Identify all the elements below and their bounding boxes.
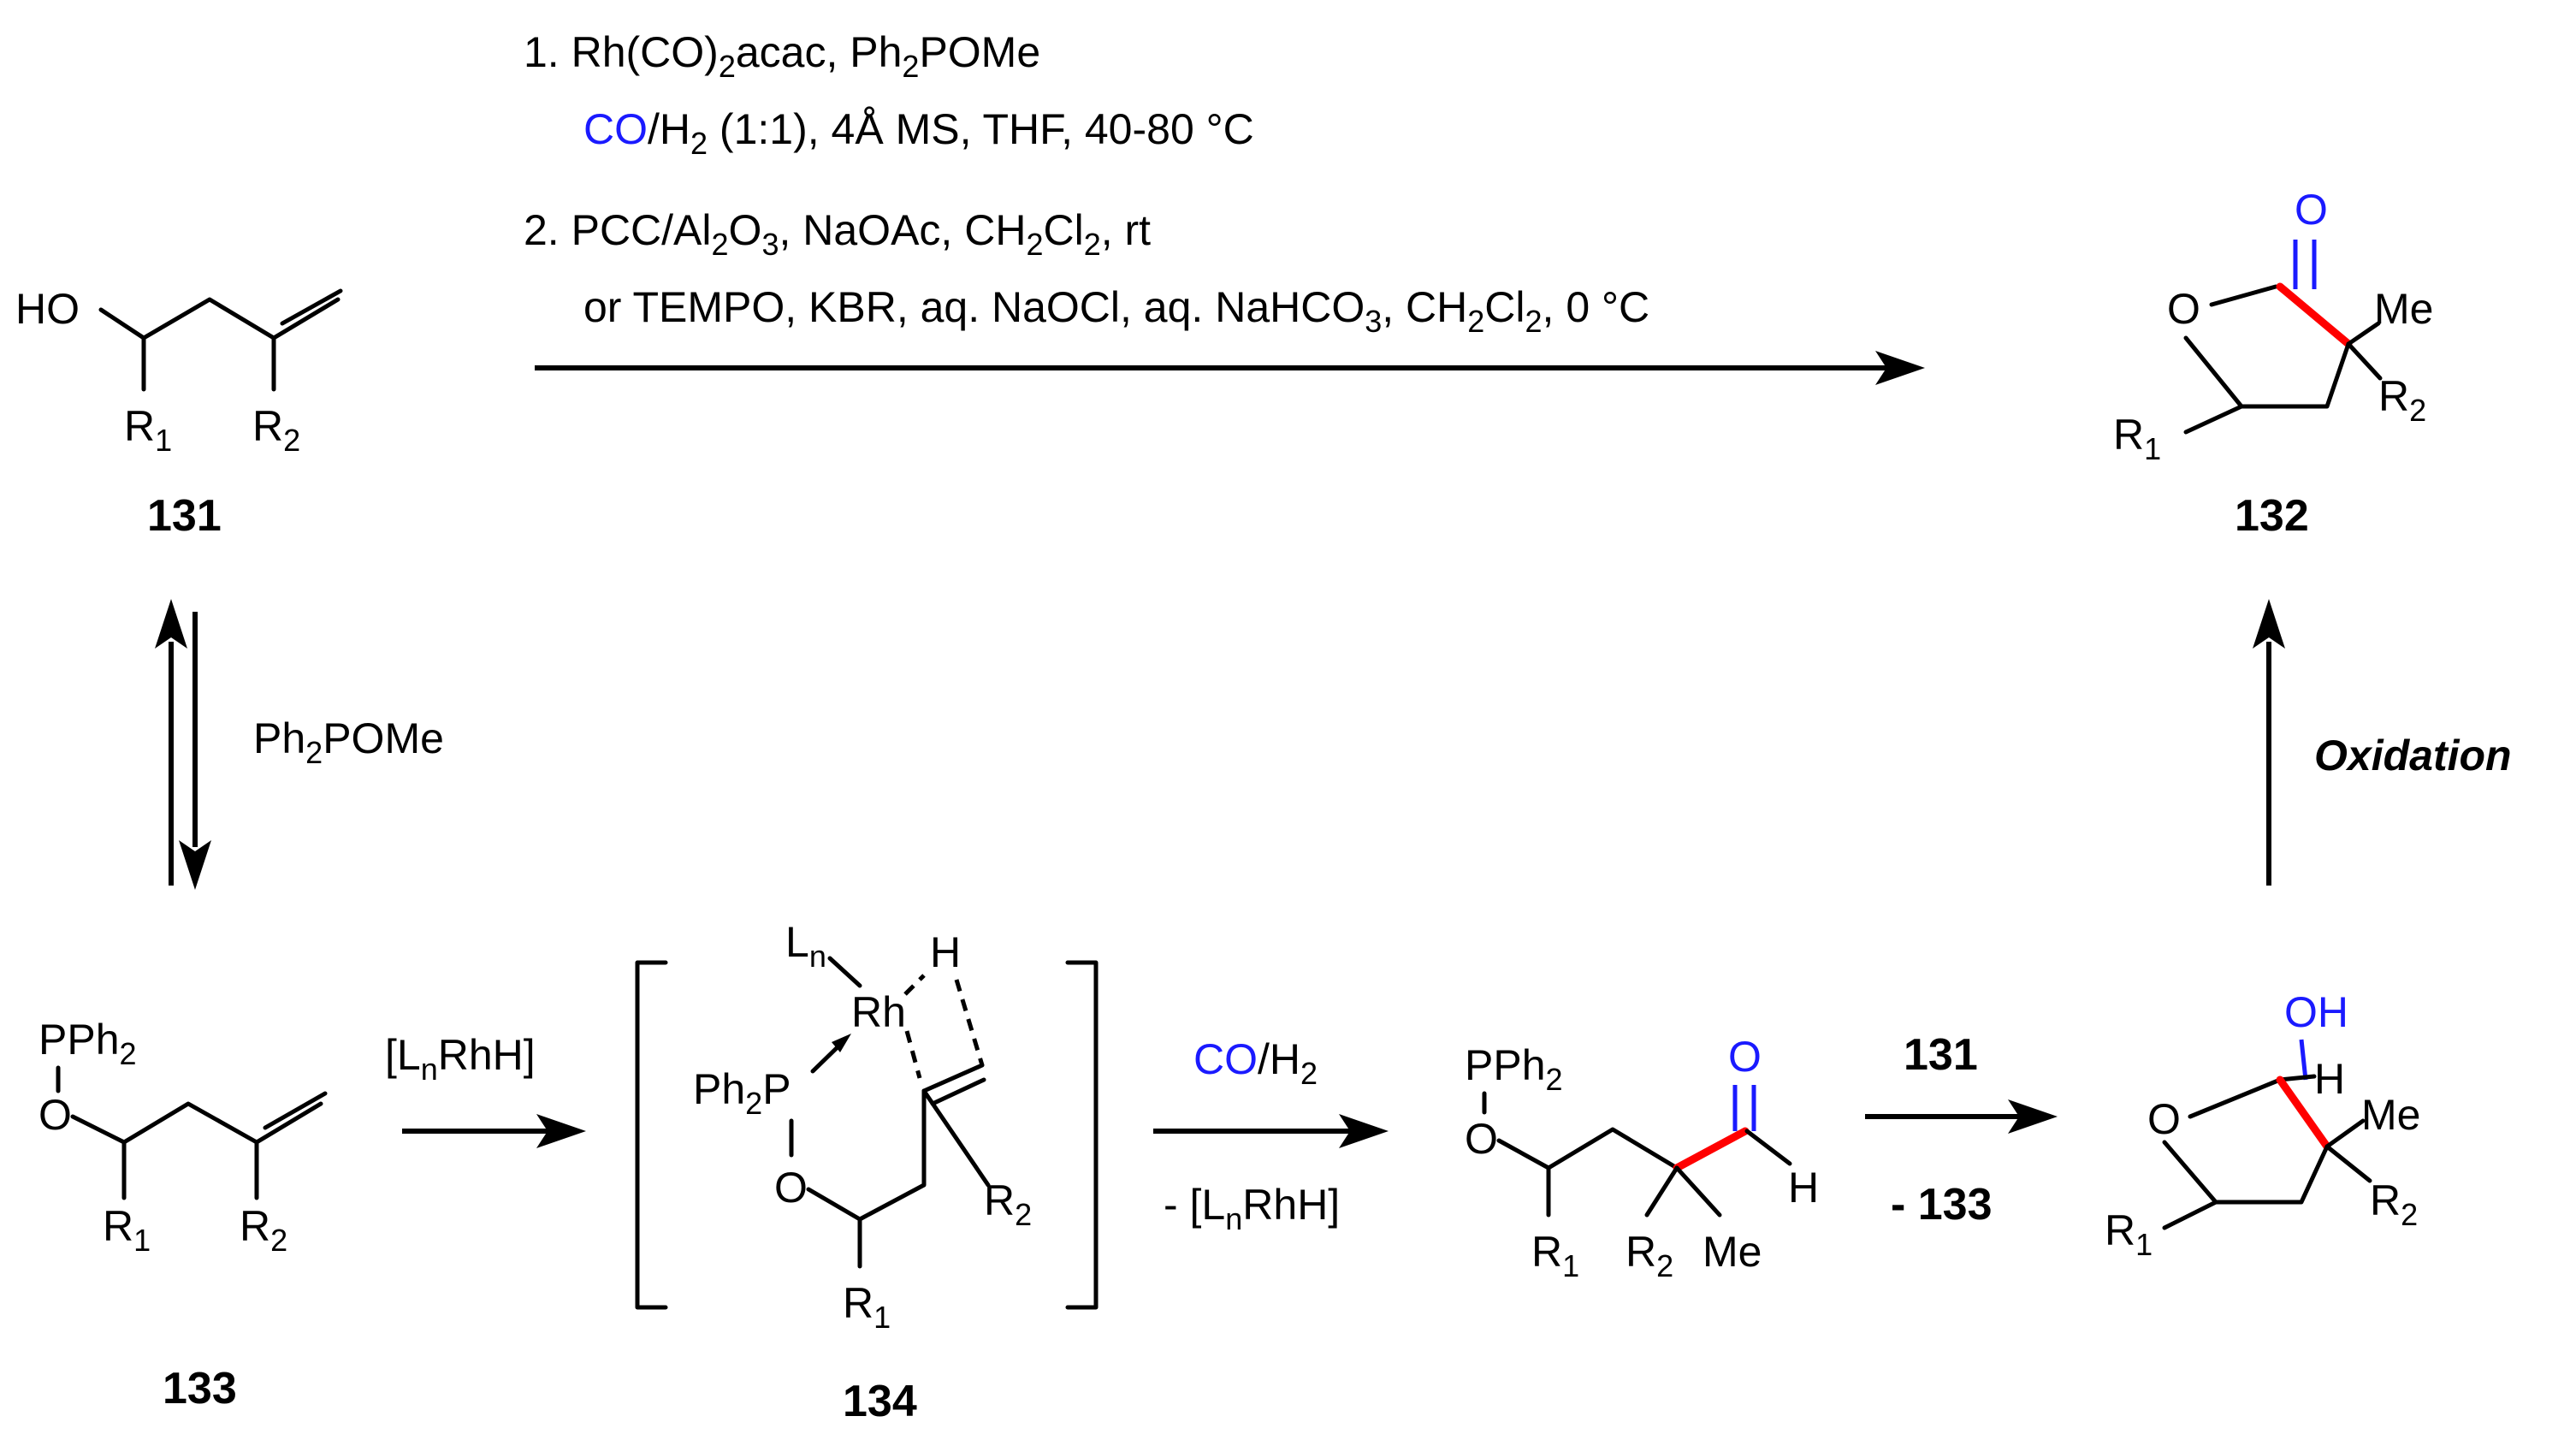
svg-text:R2: R2 <box>1626 1228 1673 1283</box>
svg-text:R1: R1 <box>124 402 172 458</box>
svg-text:PPh2: PPh2 <box>38 1016 137 1071</box>
lactol: OH O H Me R2 R1 <box>2105 988 2420 1262</box>
oxidation-arrow: Oxidation <box>2253 599 2512 886</box>
svg-text:R1: R1 <box>103 1202 151 1258</box>
svg-text:H: H <box>930 928 961 976</box>
compound-131: HO R1 R2 131 <box>15 285 343 541</box>
label-132: 132 <box>2235 491 2309 541</box>
svg-text:O: O <box>2147 1095 2181 1143</box>
svg-text:O: O <box>2295 186 2328 234</box>
svg-text:- [LnRhH]: - [LnRhH] <box>1164 1181 1340 1236</box>
svg-text:Ln: Ln <box>785 918 826 974</box>
label-131: 131 <box>147 491 222 541</box>
svg-text:Rh: Rh <box>851 988 906 1036</box>
svg-text:O: O <box>2167 285 2200 333</box>
svg-text:O: O <box>1728 1033 1762 1081</box>
svg-text:- 133: - 133 <box>1891 1180 1993 1230</box>
label-134: 134 <box>843 1377 917 1426</box>
svg-text:R2: R2 <box>252 402 300 458</box>
svg-text:H: H <box>1788 1164 1819 1212</box>
svg-text:Ph2P: Ph2P <box>693 1065 791 1121</box>
svg-text:R2: R2 <box>2370 1176 2418 1232</box>
svg-text:R1: R1 <box>2105 1206 2153 1262</box>
compound-133: PPh2 O R1 R2 133 <box>38 1016 328 1413</box>
svg-text:2. PCC/Al2O3, NaOAc, CH2Cl2, r: 2. PCC/Al2O3, NaOAc, CH2Cl2, rt <box>524 206 1151 262</box>
arrow-134-to-aldehyde: CO/H2 - [LnRhH] <box>1153 1035 1389 1236</box>
svg-text:R2: R2 <box>2378 372 2426 428</box>
svg-text:HO: HO <box>15 285 80 333</box>
conditions-top: 1. Rh(CO)2acac, Ph2POMe CO/H2 (1:1), 4Å … <box>524 28 1649 339</box>
arrow-aldehyde-to-lactol: 131 - 133 <box>1865 1030 2058 1230</box>
svg-text:Oxidation: Oxidation <box>2314 732 2512 779</box>
arrow-133-to-134: [LnRhH] <box>385 1031 586 1148</box>
svg-text:O: O <box>38 1091 72 1139</box>
compound-134: Ln Rh H Ph2P O R1 R2 134 <box>635 918 1099 1426</box>
svg-text:Me: Me <box>2374 285 2433 333</box>
svg-text:1. Rh(CO)2acac, Ph2POMe: 1. Rh(CO)2acac, Ph2POMe <box>524 28 1040 84</box>
svg-text:R1: R1 <box>1531 1228 1579 1283</box>
svg-text:R2: R2 <box>240 1202 287 1258</box>
svg-text:O: O <box>1465 1115 1498 1163</box>
svg-text:H: H <box>2314 1055 2345 1103</box>
label-ph2pome: Ph2POMe <box>253 714 444 770</box>
arrow-top-131-to-132 <box>535 351 1925 385</box>
svg-text:OH: OH <box>2284 988 2348 1036</box>
svg-text:R2: R2 <box>984 1176 1032 1232</box>
svg-text:Me: Me <box>1703 1228 1762 1276</box>
compound-132: O O Me R2 R1 132 <box>2113 186 2433 541</box>
svg-text:O: O <box>774 1164 808 1212</box>
svg-text:R1: R1 <box>2113 411 2161 466</box>
equilibrium-arrows: Ph2POMe <box>155 599 444 890</box>
svg-text:CO/H2: CO/H2 <box>1193 1035 1318 1091</box>
label-133: 133 <box>163 1364 237 1413</box>
svg-text:R1: R1 <box>843 1279 891 1335</box>
svg-text:PPh2: PPh2 <box>1465 1041 1563 1097</box>
svg-text:131: 131 <box>1904 1030 1978 1080</box>
svg-text:or TEMPO, KBR, aq. NaOCl, aq.: or TEMPO, KBR, aq. NaOCl, aq. NaHCO3, CH… <box>583 283 1649 339</box>
aldehyde-intermediate: PPh2 O R1 O H R2 Me <box>1465 1033 1819 1283</box>
svg-text:CO/H2 (1:1), 4Å MS, THF, 40-80: CO/H2 (1:1), 4Å MS, THF, 40-80 °C <box>583 105 1254 161</box>
svg-text:[LnRhH]: [LnRhH] <box>385 1031 536 1087</box>
svg-text:Me: Me <box>2361 1091 2420 1139</box>
